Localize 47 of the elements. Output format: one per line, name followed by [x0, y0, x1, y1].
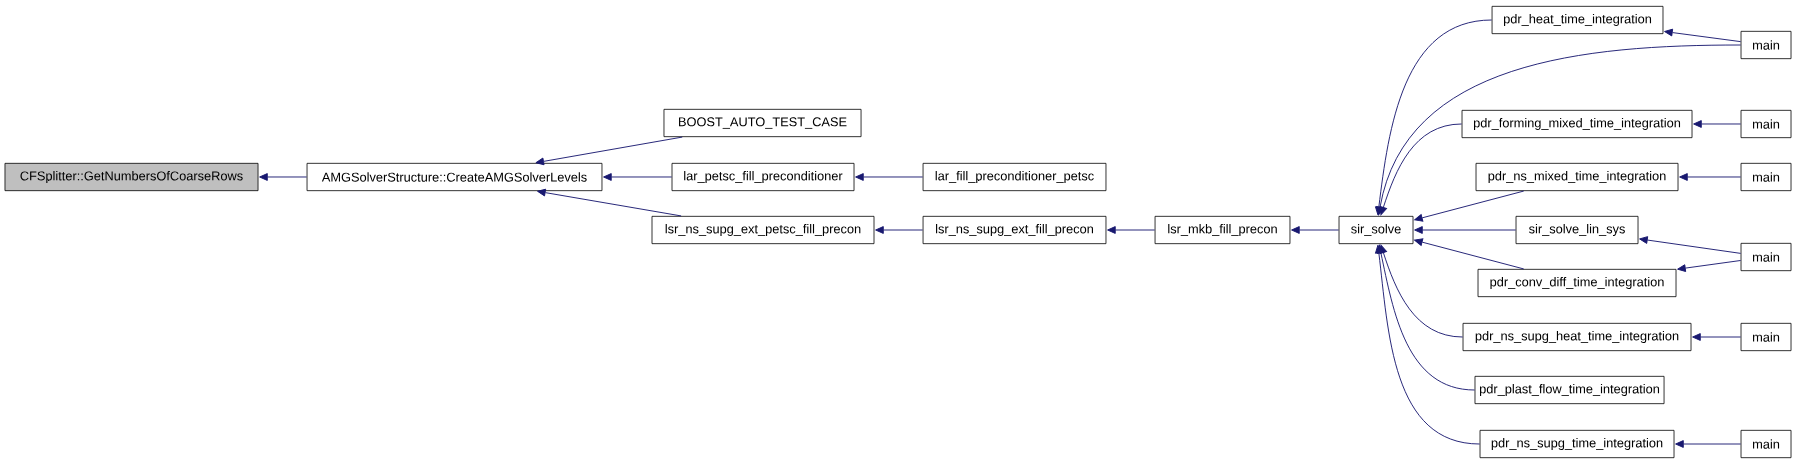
arrow — [855, 173, 924, 181]
function-box: main — [1740, 322, 1792, 352]
arrow — [259, 173, 308, 181]
arrow — [1107, 226, 1156, 234]
function-box: pdr_plast_flow_time_integration — [1474, 375, 1665, 405]
arrow — [875, 226, 924, 234]
arrow — [1374, 19, 1493, 216]
function-box: sir_solve_lin_sys — [1515, 215, 1639, 245]
arrow — [1679, 173, 1742, 181]
arrow — [1692, 333, 1742, 341]
arrow — [1675, 440, 1742, 448]
function-box: pdr_heat_time_integration — [1491, 5, 1664, 35]
function-box: lar_fill_preconditioner_petsc — [922, 162, 1107, 192]
function-box: pdr_ns_supg_time_integration — [1479, 429, 1675, 459]
arrow — [1677, 260, 1742, 272]
function-box: main — [1740, 30, 1792, 60]
function-box: pdr_ns_mixed_time_integration — [1475, 162, 1679, 192]
arrow — [603, 173, 673, 181]
arrow — [1376, 44, 1742, 216]
function-box: main — [1740, 242, 1792, 272]
arrow — [1379, 123, 1463, 216]
function-box: lsr_ns_supg_ext_petsc_fill_precon — [651, 215, 875, 245]
function-box: pdr_forming_mixed_time_integration — [1461, 109, 1693, 139]
function-box: main — [1740, 162, 1792, 192]
function-box: CFSplitter::GetNumbersOfCoarseRows — [4, 162, 259, 192]
arrow — [1639, 236, 1742, 254]
arrow — [535, 136, 683, 166]
arrow — [537, 188, 682, 217]
arrow — [1664, 28, 1742, 43]
function-box: main — [1740, 109, 1792, 139]
function-box: BOOST_AUTO_TEST_CASE — [663, 108, 862, 138]
arrow — [1377, 244, 1476, 391]
function-box: pdr_ns_supg_heat_time_integration — [1462, 322, 1692, 352]
function-box: pdr_conv_diff_time_integration — [1477, 268, 1677, 298]
function-box: main — [1740, 429, 1792, 459]
arrow — [1693, 120, 1742, 128]
arrow — [1291, 226, 1340, 234]
arrow — [1414, 238, 1525, 270]
function-box: sir_solve — [1338, 215, 1414, 245]
function-box: lsr_ns_supg_ext_fill_precon — [922, 215, 1107, 245]
function-box: lsr_mkb_fill_precon — [1154, 215, 1291, 245]
function-box: AMGSolverStructure::CreateAMGSolverLevels — [306, 162, 603, 192]
arrow — [1374, 244, 1481, 445]
arrow — [1414, 190, 1525, 222]
function-box: lar_petsc_fill_preconditioner — [671, 162, 855, 192]
arrow — [1414, 226, 1517, 234]
arrow — [1379, 244, 1464, 338]
